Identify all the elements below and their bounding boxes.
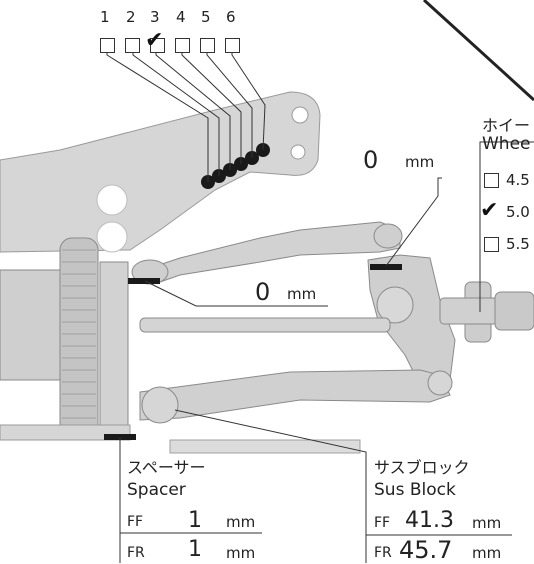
upper-arm-plate — [0, 91, 321, 253]
wheel-hub-checkbox-3[interactable] — [484, 237, 499, 252]
marker-upper — [370, 264, 402, 270]
plate-round — [96, 221, 128, 253]
sus-block-title-jp: サスブロック — [374, 458, 470, 477]
wheel-hub-option-3: 5.5 — [506, 235, 530, 253]
steering-rod — [139, 317, 391, 333]
upper-link-unit: mm — [405, 153, 435, 171]
sus-block-fr-value: 45.7 — [399, 536, 453, 564]
wheel-hub-title-en: Whee — [482, 134, 531, 154]
pulley-gear — [59, 237, 99, 439]
wheel-hub-check-mark-icon: ✔ — [480, 198, 499, 223]
position-checkbox-3[interactable] — [150, 38, 165, 53]
spacer-fr-value: 1 — [188, 537, 202, 562]
position-checkbox-5[interactable] — [200, 38, 215, 53]
wheel-hub-option-2: 5.0 — [506, 203, 530, 221]
lower-link-value: 0 — [255, 278, 271, 306]
bulkhead — [99, 261, 129, 433]
sus-block-ff-value: 41.3 — [405, 508, 454, 533]
spacer-title-en: Spacer — [127, 480, 186, 500]
position-checkbox-2[interactable] — [125, 38, 140, 53]
ball-end — [373, 223, 403, 249]
spacer-fr-unit: mm — [226, 544, 256, 562]
spacer-fr-label: FR — [127, 545, 145, 561]
position-check-mark-icon: ✔ — [145, 28, 164, 53]
chassis-bottom — [169, 439, 361, 454]
lower-link-unit: mm — [287, 285, 317, 303]
position-number-4: 4 — [176, 8, 186, 26]
lower-arm-pivot — [141, 386, 179, 424]
spacer-ff-value: 1 — [188, 508, 202, 533]
spacer-ff-label: FF — [127, 514, 144, 530]
axle-end — [494, 291, 534, 331]
diagonal-line — [422, 0, 534, 102]
knuckle-boss — [376, 286, 414, 324]
plate-hole — [291, 106, 309, 124]
wheel-hub-option-1: 4.5 — [506, 171, 530, 189]
upper-turnbuckle — [149, 221, 401, 283]
wheel-hub-checkbox-1[interactable] — [484, 173, 499, 188]
pulley-teeth — [62, 249, 96, 419]
hub-left — [0, 269, 61, 381]
plate-round — [96, 184, 128, 216]
lower-arm-pivot-outer — [427, 370, 453, 396]
position-number-5: 5 — [201, 8, 211, 26]
position-number-6: 6 — [226, 8, 236, 26]
upper-link-value: 0 — [363, 146, 379, 174]
spacer-title-jp: スペーサー — [127, 458, 206, 477]
position-checkbox-4[interactable] — [175, 38, 190, 53]
position-number-1: 1 — [100, 8, 110, 26]
position-number-3: 3 — [150, 8, 160, 26]
sus-block-fr-label: FR — [374, 545, 392, 561]
sus-block-ff-label: FF — [374, 515, 391, 531]
marker-inner — [128, 278, 160, 284]
position-checkbox-1[interactable] — [100, 38, 115, 53]
wheel-hub-title-jp: ホイー — [482, 116, 531, 135]
sus-block-fr-unit: mm — [472, 544, 502, 562]
sus-block-ff-unit: mm — [472, 514, 502, 532]
plate-hole — [290, 144, 306, 160]
position-checkbox-6[interactable] — [225, 38, 240, 53]
spacer-ff-unit: mm — [226, 513, 256, 531]
sus-block-title-en: Sus Block — [374, 480, 456, 500]
position-number-2: 2 — [126, 8, 136, 26]
